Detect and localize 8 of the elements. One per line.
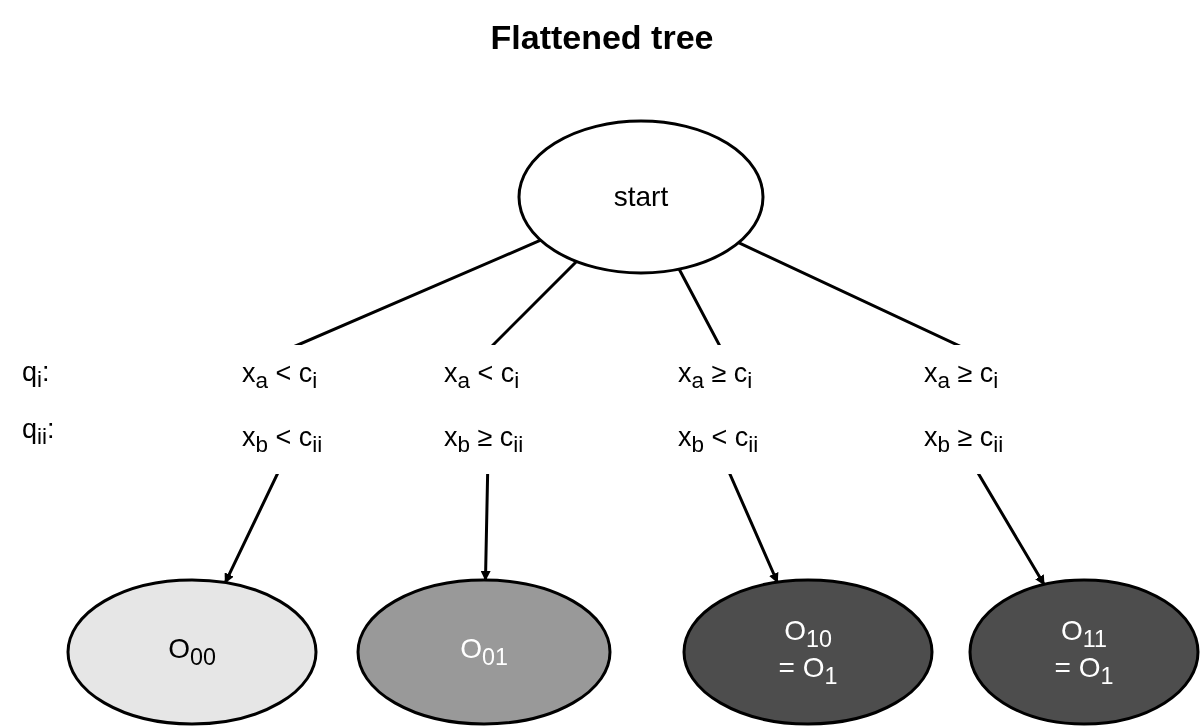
row-label: q$_{i}$:: [22, 357, 50, 394]
node-label: O$_{01}$: [459, 633, 509, 671]
node-label: O$_{00}$: [167, 633, 217, 671]
node-label: start: [612, 180, 670, 214]
row-label: q$_{ii}$:: [22, 414, 55, 451]
diagram-title: Flattened tree: [489, 18, 715, 57]
node-label: O$_{11}$ = O$_{1}$: [1053, 614, 1115, 690]
node-label: O$_{10}$ = O$_{1}$: [777, 614, 839, 690]
